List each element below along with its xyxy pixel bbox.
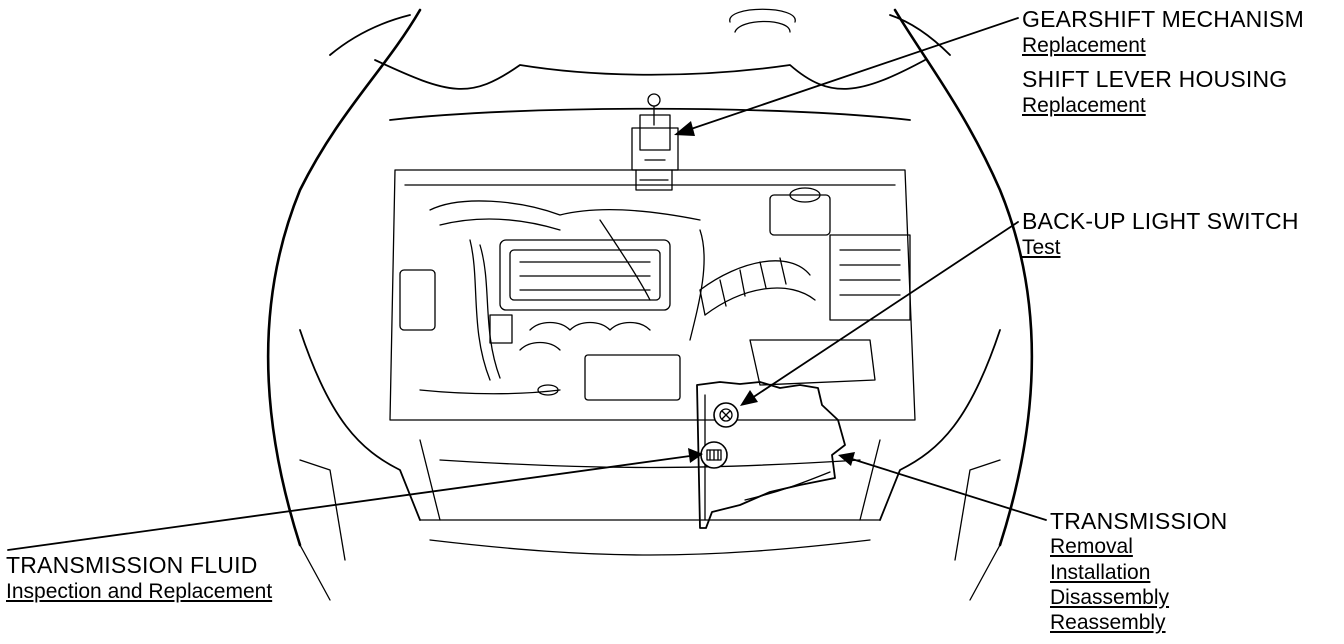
transmission-fluid-heading: TRANSMISSION FLUID — [6, 552, 258, 578]
shift-lever-housing-callout: SHIFT LEVER HOUSING Replacement — [1022, 66, 1287, 119]
backup-light-switch-part — [713, 402, 739, 428]
transmission-disassembly-link[interactable]: Disassembly — [1050, 585, 1170, 609]
car-body-outline — [266, 8, 1034, 601]
fluid-inspection-replacement-link[interactable]: Inspection and Replacement — [6, 580, 273, 604]
fluid-arrowhead — [688, 448, 703, 463]
shift-lever-replacement-link[interactable]: Replacement — [1022, 94, 1146, 118]
backup-leader-line — [751, 221, 1019, 399]
gearshift-arrowhead — [674, 121, 695, 136]
backup-light-switch-heading: BACK-UP LIGHT SWITCH — [1022, 208, 1299, 234]
transmission-arrowhead — [838, 452, 855, 466]
fluid-leader-line — [7, 455, 691, 551]
backup-light-switch-callout: BACK-UP LIGHT SWITCH Test — [1022, 208, 1299, 261]
leader-lines — [7, 17, 1047, 551]
backup-arrowhead — [740, 390, 758, 406]
transmission-leader-line — [851, 458, 1047, 521]
transmission-installation-link[interactable]: Installation — [1050, 560, 1151, 584]
transmission-fluid-callout: TRANSMISSION FLUID Inspection and Replac… — [6, 552, 272, 605]
transmission-heading: TRANSMISSION — [1050, 508, 1228, 534]
shift-lever-housing-heading: SHIFT LEVER HOUSING — [1022, 66, 1288, 92]
gearshift-leader-line — [687, 17, 1019, 131]
transmission-reassembly-link[interactable]: Reassembly — [1050, 610, 1166, 634]
transmission-removal-link[interactable]: Removal — [1050, 535, 1133, 559]
engine-bay-detail — [399, 187, 911, 401]
gearshift-replacement-link[interactable]: Replacement — [1022, 34, 1146, 58]
gearshift-mechanism-heading: GEARSHIFT MECHANISM — [1022, 6, 1304, 32]
gearshift-mechanism-callout: GEARSHIFT MECHANISM Replacement — [1022, 6, 1304, 59]
gearshift-mechanism-part — [631, 93, 679, 191]
backup-light-test-link[interactable]: Test — [1022, 236, 1061, 260]
transmission-callout: TRANSMISSION Removal Installation Disass… — [1050, 508, 1227, 635]
fluid-plug-part — [700, 441, 728, 469]
